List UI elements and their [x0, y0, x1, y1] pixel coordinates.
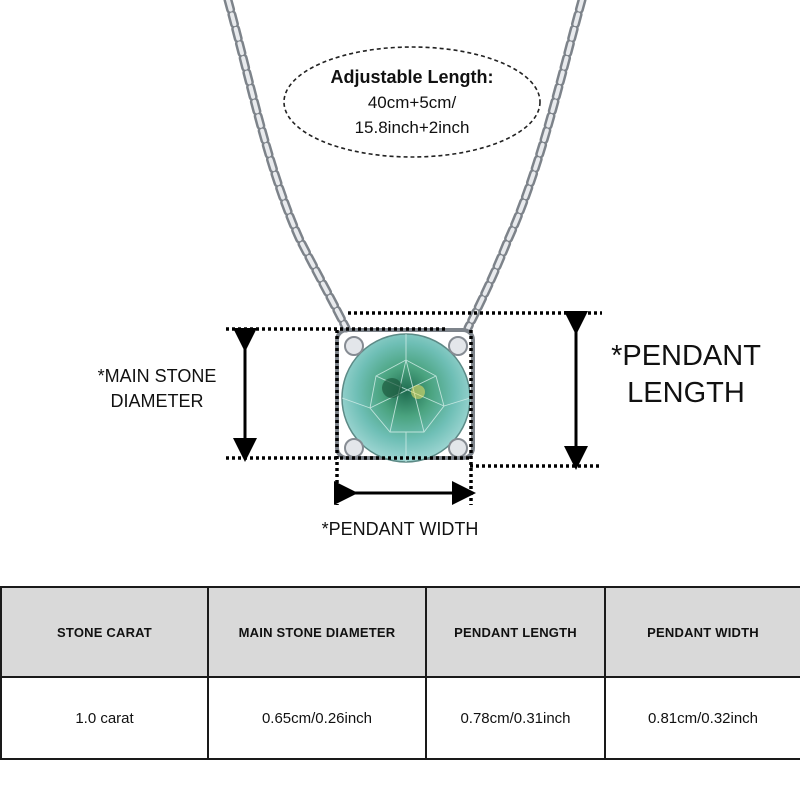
spec-table: STONE CARAT MAIN STONE DIAMETER PENDANT … [0, 586, 800, 760]
necklace-illustration [223, 0, 602, 505]
measurement-arrows [233, 311, 588, 505]
value-pendant-width: 0.81cm/0.32inch [604, 676, 800, 760]
pendant-width-label: *PENDANT WIDTH [321, 519, 479, 539]
chain [223, 0, 587, 333]
pendant-length-label: *PENDANT LENGTH [611, 340, 761, 409]
pendant [335, 328, 475, 463]
header-pendant-width: PENDANT WIDTH [604, 586, 800, 678]
header-pendant-length: PENDANT LENGTH [425, 586, 606, 678]
callout-ellipse [283, 46, 541, 158]
callout-length-inch: 15.8inch+2inch [354, 118, 470, 137]
callout-title: Adjustable Length: [330, 67, 494, 87]
value-stone-carat: 1.0 carat [0, 676, 209, 760]
table-header-row: STONE CARAT MAIN STONE DIAMETER PENDANT … [0, 586, 800, 678]
header-stone-carat: STONE CARAT [0, 586, 209, 678]
table-row: 1.0 carat 0.65cm/0.26inch 0.78cm/0.31inc… [0, 676, 800, 760]
header-main-stone-diameter: MAIN STONE DIAMETER [207, 586, 427, 678]
value-main-stone-diameter: 0.65cm/0.26inch [207, 676, 427, 760]
main-stone-diameter-label: *MAIN STONE DIAMETER [97, 366, 217, 411]
value-pendant-length: 0.78cm/0.31inch [425, 676, 606, 760]
callout-length-cm: 40cm+5cm/ [367, 93, 457, 112]
adjustable-length-callout: Adjustable Length: 40cm+5cm/ 15.8inch+2i… [284, 47, 540, 157]
